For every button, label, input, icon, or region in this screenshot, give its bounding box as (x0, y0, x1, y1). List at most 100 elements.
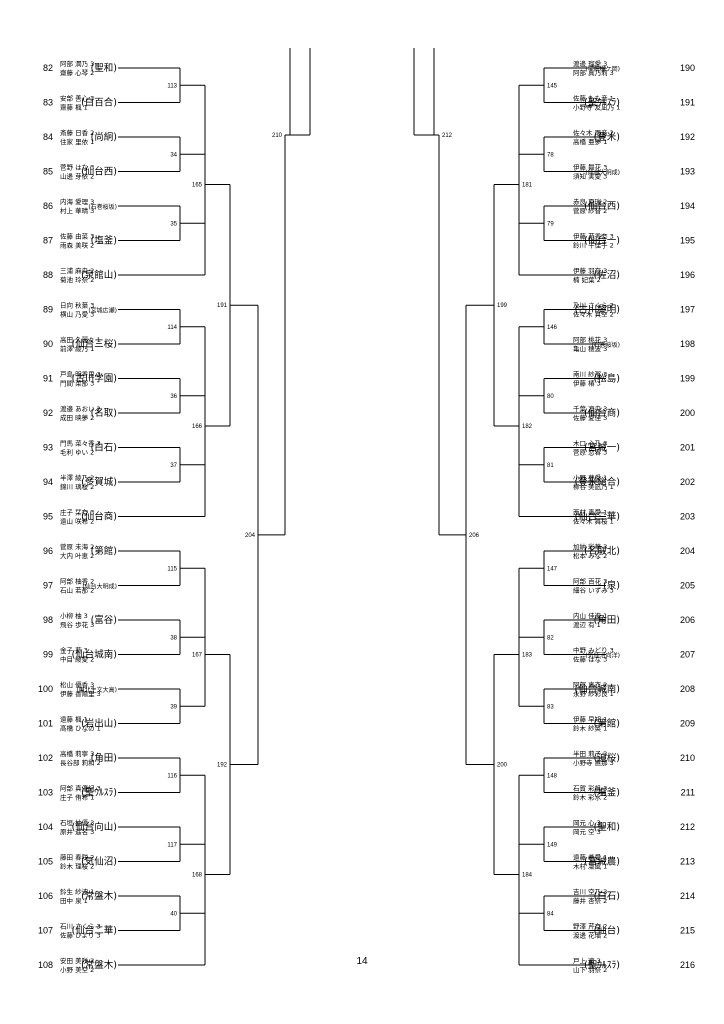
player-2-name: 前澤 綾乃 1 (60, 344, 94, 353)
player-1-name: 千葉 凜央 3 (573, 404, 607, 413)
entry-number: 84 (43, 132, 53, 142)
player-2-name: 鈴木 紗英 1 (573, 724, 607, 733)
entry-number: 97 (43, 581, 53, 591)
player-1-name: 及川 さくら 2 (573, 302, 614, 310)
entry-number: 211 (681, 788, 695, 798)
player-1-name: 内海 愛理 3 (60, 197, 94, 206)
entry-number: 99 (43, 650, 53, 660)
match-number: 40 (170, 911, 177, 917)
school-name: (仙台一) (584, 235, 620, 247)
entry-number: 193 (680, 167, 695, 177)
school-name: (仙台二華) (575, 511, 620, 523)
player-2-name: 山邊 芽依 2 (60, 172, 94, 181)
player-2-name: 亀山 穂波 3 (573, 344, 607, 353)
entry-number: 216 (680, 960, 695, 970)
entry-number: 90 (43, 339, 53, 349)
school-name: (登米総合) (575, 476, 620, 488)
entry-number: 209 (680, 719, 695, 729)
entry-number: 100 (38, 684, 53, 694)
player-1-name: 遠藤 希愛 1 (573, 853, 607, 862)
match-number: 184 (522, 872, 533, 878)
player-2-name: 住家 里依 1 (60, 137, 94, 146)
player-2-name: 田中 泉 1 (60, 896, 88, 905)
school-name: (東北生文大高) (76, 686, 117, 694)
player-2-name: 毛利 ゆい 2 (60, 448, 94, 457)
school-name: (佐沼) (594, 269, 620, 281)
player-1-name: 木口 心乃 3 (573, 439, 607, 448)
match-number: 113 (167, 83, 177, 89)
school-name: (尚絅) (91, 131, 117, 143)
school-name: (仙台商) (81, 511, 117, 523)
entry-number: 88 (43, 270, 53, 280)
player-1-name: 吉川 空乃 3 (573, 887, 607, 896)
school-name: (聖ｳﾙｽﾗ) (584, 98, 620, 109)
school-name: (塩釜) (594, 787, 620, 799)
match-number: 82 (547, 635, 554, 641)
entry-number: 93 (43, 443, 53, 453)
player-1-name: 日向 秋葉 3 (60, 301, 94, 310)
entry-number: 201 (680, 443, 695, 453)
school-name: (仙台) (594, 925, 620, 937)
match-number: 199 (497, 303, 508, 309)
player-2-name: 飛谷 歩花 3 (60, 620, 94, 629)
school-name: (石巻桜坂) (88, 203, 117, 211)
school-name: (気仙沼向洋) (585, 652, 620, 660)
school-name: (仙台商) (584, 407, 620, 419)
bracket-lines (118, 48, 606, 966)
school-name: (古川黎明) (575, 304, 620, 316)
player-1-name: 野澤 芹奈 2 (573, 922, 607, 931)
match-number: 149 (547, 842, 558, 848)
player-2-name: 小野 美空 2 (60, 965, 94, 974)
player-2-name: 村上 華晴 3 (60, 206, 94, 215)
match-number: 114 (167, 325, 177, 331)
player-2-name: 小野寺 惠那 3 (573, 758, 614, 767)
school-name: (仙台大明成) (585, 169, 620, 177)
player-1-name: 石賀 彩帆 3 (573, 784, 607, 793)
entry-number: 205 (680, 581, 695, 591)
player-1-name: 遠藤 楓 1 (60, 715, 88, 724)
entry-number: 102 (38, 753, 53, 763)
player-1-name: 戸島 明香里 3 (60, 370, 101, 379)
school-name: (富谷) (91, 614, 117, 626)
player-2-name: 細谷 いずみ 3 (573, 586, 614, 595)
player-2-name: 横山 乃愛 3 (60, 310, 94, 319)
entry-number: 200 (680, 408, 695, 418)
entry-number: 94 (43, 477, 53, 487)
match-number: 200 (497, 762, 508, 768)
entry-number: 83 (43, 98, 53, 108)
school-name: (岩出山) (81, 718, 117, 730)
player-2-name: 須知 実愛 3 (573, 172, 607, 181)
school-name: (古川学園) (72, 373, 117, 385)
player-2-name: 木村 凜風 1 (573, 862, 607, 871)
player-2-name: 渡邊 花瑠 2 (573, 931, 607, 940)
school-name: (白石) (91, 442, 117, 454)
entry-number: 95 (43, 512, 53, 522)
player-2-name: 松本 みな 2 (573, 551, 607, 560)
player-1-name: 南川 紗那 3 (573, 370, 607, 379)
player-1-name: 伊藤 羽奈 3 (573, 266, 607, 275)
player-1-name: 佐々木 雨音 2 (573, 128, 614, 137)
player-1-name: 松山 優香 3 (60, 680, 94, 689)
school-name: (角田) (594, 614, 620, 626)
player-2-name: 小野寺 友凪乃 1 (573, 103, 620, 112)
player-1-name: 阿部 真衣 2 (573, 680, 607, 689)
school-name: (多賀城) (81, 476, 117, 488)
match-number: 168 (192, 872, 203, 878)
player-2-name: 齋藤 心琴 2 (60, 68, 94, 77)
school-name: (第館) (91, 545, 117, 557)
school-name: (仙台城南) (575, 683, 620, 695)
match-number: 34 (170, 152, 177, 158)
school-name: (仙台城南) (72, 649, 117, 661)
entry-number: 82 (43, 63, 53, 73)
player-2-name: 門間 菜那 3 (60, 379, 94, 388)
match-number: 147 (547, 566, 558, 572)
entry-number: 92 (43, 408, 53, 418)
player-1-name: 伊藤 舞花 3 (573, 163, 607, 172)
player-1-name: 阿部 桃花 3 (573, 335, 607, 344)
match-number: 78 (547, 152, 554, 158)
entry-number: 107 (38, 926, 53, 936)
match-number: 36 (170, 394, 177, 400)
entry-number: 198 (680, 339, 695, 349)
school-name: (宮城一) (584, 442, 620, 454)
